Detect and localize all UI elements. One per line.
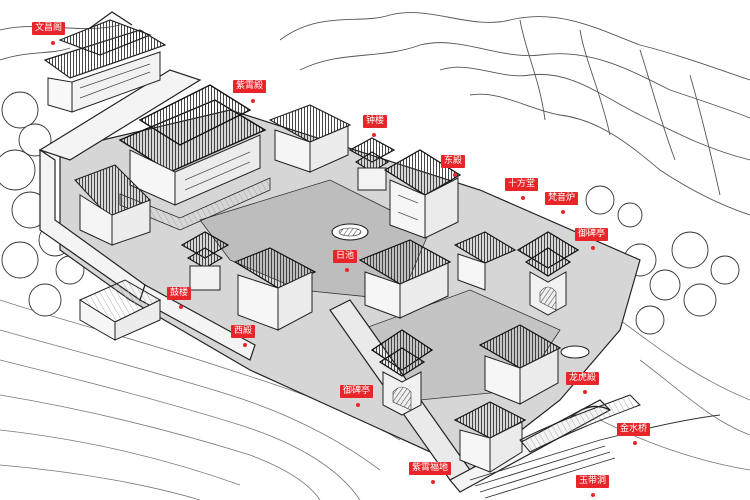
label-jinshuiqiao: 金水桥 — [617, 423, 651, 436]
label-yubeiting-east: 御碑亭 — [575, 228, 609, 241]
steps-path — [469, 414, 721, 499]
building-central-halls — [358, 231, 517, 319]
building-east-hall-upper — [268, 104, 352, 173]
label-zixiaofudi: 紫霄福地 — [409, 462, 452, 475]
building-longhudian — [478, 324, 590, 405]
label-dongdian: 东殿 — [441, 155, 466, 168]
terraces — [0, 299, 750, 500]
trees — [0, 91, 740, 335]
building-zixiao-fudi-gate — [453, 401, 527, 473]
mountains — [0, 12, 750, 216]
building-west-side-halls — [74, 164, 151, 246]
building-yubeiting-south — [370, 329, 434, 416]
jinshui-bridge — [519, 394, 641, 453]
pond-richi — [331, 223, 369, 241]
label-richi: 日池 — [333, 250, 358, 263]
label-yubeiting-south: 御碑亭 — [340, 385, 374, 398]
building-wenchangge — [43, 11, 167, 113]
building-dongdian — [383, 149, 462, 239]
building-xidian — [233, 247, 317, 331]
building-zhonglou — [348, 137, 396, 191]
label-zixiaodian: 紫霄殿 — [233, 80, 267, 93]
building-yubeiting-east — [516, 231, 580, 316]
label-yudaidong: 玉带洞 — [576, 475, 610, 488]
label-shifangtang: 十方堂 — [505, 178, 539, 191]
label-fanyinlu: 梵音炉 — [545, 192, 579, 205]
building-zixiao-hall — [118, 84, 271, 231]
label-xidian: 西殿 — [231, 325, 256, 338]
label-pins — [51, 41, 637, 497]
building-west-court — [78, 279, 162, 341]
label-gulou: 鼓楼 — [167, 287, 192, 300]
label-zhonglou: 钟楼 — [363, 115, 388, 128]
building-gulou — [180, 231, 230, 291]
label-longhudian: 龙虎殿 — [566, 372, 600, 385]
label-wenchangge: 文昌阁 — [32, 22, 66, 35]
